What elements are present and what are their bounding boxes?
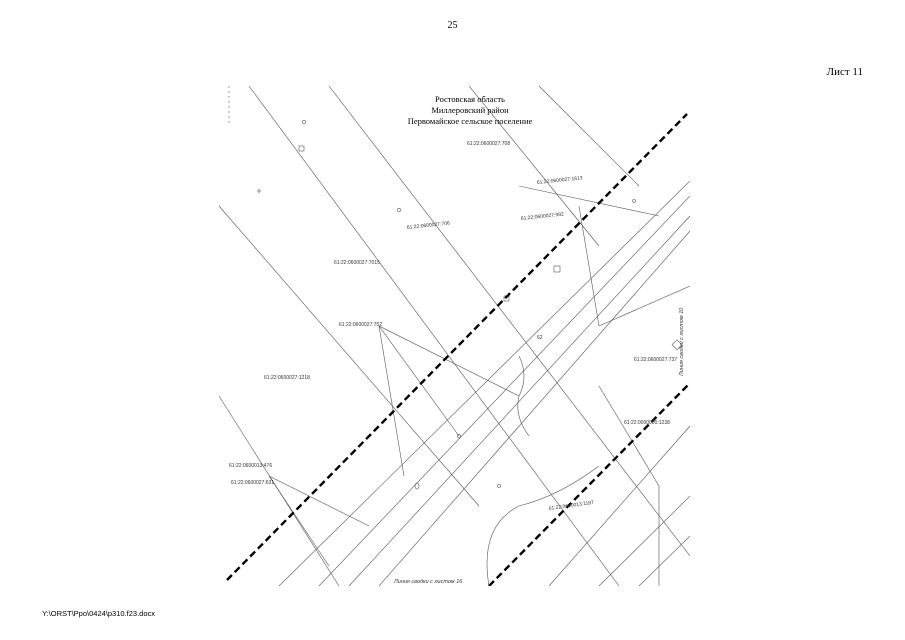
region-line-2: Миллеровский район (431, 105, 509, 115)
parcel-line (268, 475, 330, 567)
marker (298, 145, 305, 152)
parcel-line (378, 325, 520, 397)
point (302, 120, 306, 124)
curve-line (517, 355, 530, 437)
road-line (318, 195, 690, 586)
parcel-line (598, 285, 690, 327)
point (457, 434, 461, 438)
parcel-line (248, 86, 620, 586)
region-title: Ростовская область Миллеровский район Пе… (395, 94, 545, 127)
parcel-line (598, 385, 660, 487)
parcel-line (468, 86, 600, 247)
page-number: 25 (447, 20, 458, 31)
road-line (638, 535, 690, 586)
parcel-label: 61:22:0600027:631 (231, 480, 274, 486)
parcel-label: 61:22:0600027:702 (339, 322, 382, 328)
curve-line (486, 465, 600, 586)
point (632, 199, 636, 203)
region-line-3: Первомайское сельское поселение (407, 116, 533, 126)
boundary-line (488, 382, 690, 586)
parcel-label: 61:22:0600027:992 (521, 211, 565, 221)
parcel-label: 61:22:0000000:1238 (624, 420, 670, 426)
parcel-label: 61:22:0600027:708 (467, 141, 510, 147)
match-line-note-bottom: Линия сводки с листом 16 (393, 579, 463, 585)
parcel-label: 61:22:0600013:1187 (548, 500, 594, 512)
parcel-line (538, 86, 640, 187)
point (397, 208, 401, 212)
parcel-label: 61:22:0600013:476 (229, 463, 272, 469)
parcel-line (518, 185, 660, 217)
parcel-line (578, 205, 600, 327)
parcel-line (328, 86, 690, 557)
boundary-line (226, 113, 688, 581)
parcel-label: 61:22:0600027:706 (407, 220, 451, 230)
point (257, 189, 261, 193)
road-line (598, 495, 690, 586)
parcel-label: 62 (537, 335, 543, 341)
parcel-label: 61:22:0600027:1218 (264, 375, 310, 381)
match-line-note-right: Линия сводки с листом 10 (679, 307, 685, 377)
map-drawing: 61:22:0600027:708 61:22:0600027:1613 61:… (219, 86, 690, 586)
parcel-line (219, 205, 480, 507)
parcel-label: 61:22:0600027:1613 (537, 175, 583, 186)
marker (671, 339, 683, 351)
road-line (278, 180, 690, 586)
sheet-label: Лист 11 (826, 66, 863, 78)
footer-file-path: Y:\ORST\Ppo\0424\p310.f23.docx (42, 609, 155, 618)
point (414, 482, 420, 490)
marker (553, 265, 561, 273)
parcel-label: 61:22:0600027:737 (634, 357, 677, 363)
parcel-line (378, 325, 460, 437)
parcel-line (268, 475, 370, 527)
parcel-line (378, 325, 405, 477)
road-line (548, 425, 690, 586)
road-line (378, 230, 690, 586)
parcel-label: 61:22:0600027:7015 (334, 260, 380, 266)
cadastral-map: 61:22:0600027:708 61:22:0600027:1613 61:… (219, 86, 690, 586)
region-line-1: Ростовская область (435, 94, 505, 104)
road-line (348, 215, 690, 586)
point (497, 484, 501, 488)
